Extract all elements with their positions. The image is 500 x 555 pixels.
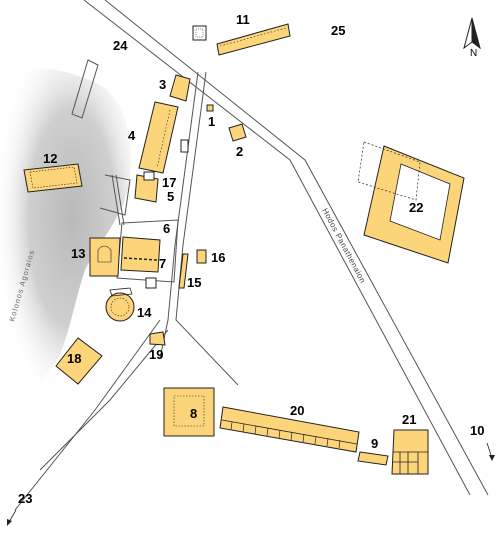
label-17: 17	[162, 175, 176, 190]
label-25: 25	[331, 23, 345, 38]
building-7-annex	[145, 277, 157, 289]
label-18: 18	[67, 351, 81, 366]
building-13	[89, 237, 121, 277]
label-20: 20	[290, 403, 304, 418]
label-22: 22	[409, 200, 423, 215]
roads	[14, 0, 489, 511]
building-18	[55, 337, 103, 385]
label-10: 10	[470, 423, 484, 438]
label-4: 4	[128, 128, 136, 143]
building-9	[357, 451, 389, 466]
building-1	[206, 104, 214, 112]
label-21: 21	[402, 412, 416, 427]
label-23: 23	[18, 491, 32, 506]
label-15: 15	[187, 275, 201, 290]
road-label: Hodos Panathenaion	[320, 207, 367, 285]
labels: 1 2 3 4 5 6 7 8 9 10 11 12 13 14 15 16 1…	[18, 12, 484, 506]
label-6: 6	[163, 221, 170, 236]
building-2	[228, 123, 247, 142]
building-small-east	[180, 139, 189, 153]
label-1: 1	[208, 114, 215, 129]
building-20	[219, 406, 360, 453]
building-8	[163, 387, 215, 437]
label-16: 16	[211, 250, 225, 265]
building-3	[169, 74, 191, 102]
label-24: 24	[113, 38, 128, 53]
building-15	[178, 253, 189, 289]
label-11: 11	[236, 12, 250, 27]
building-17	[143, 171, 155, 181]
label-19: 19	[149, 347, 163, 362]
building-12	[23, 163, 83, 193]
label-13: 13	[71, 246, 85, 261]
north-arrow-icon: N	[463, 17, 481, 59]
building-14	[105, 292, 135, 322]
label-12: 12	[43, 151, 57, 166]
label-9: 9	[371, 436, 378, 451]
buildings	[23, 23, 465, 475]
label-14: 14	[137, 305, 152, 320]
label-3: 3	[159, 77, 166, 92]
building-7	[120, 236, 161, 273]
label-2: 2	[236, 144, 243, 159]
hill-kolonos-agoraios	[0, 68, 132, 401]
label-5: 5	[167, 189, 174, 204]
building-16	[196, 249, 207, 264]
offmap-arrows	[7, 442, 495, 526]
arrow-23-icon	[8, 509, 17, 523]
building-11	[216, 23, 291, 56]
north-letter: N	[470, 48, 477, 59]
building-19	[149, 331, 166, 346]
label-7: 7	[159, 256, 166, 271]
building-4	[138, 101, 179, 174]
label-8: 8	[190, 406, 197, 421]
